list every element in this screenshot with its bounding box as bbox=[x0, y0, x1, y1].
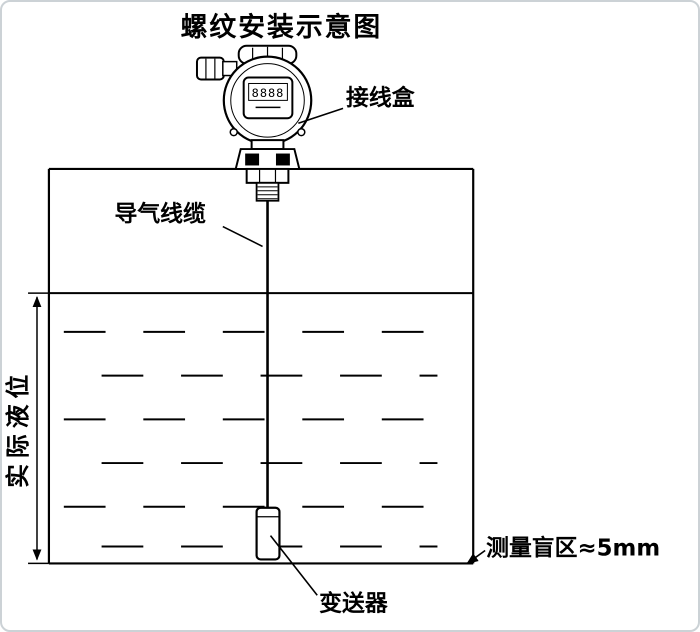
probe bbox=[255, 506, 281, 561]
blind-zone-leader bbox=[466, 549, 486, 565]
air-cable-label: 导气线缆 bbox=[115, 201, 207, 228]
transmitter-label: 变送器 bbox=[319, 590, 389, 617]
hex-nut bbox=[245, 167, 290, 184]
bracket-slot-right bbox=[275, 153, 290, 166]
label-junction-box: 接线盒 bbox=[298, 84, 415, 124]
transmitter-head: 8888 bbox=[195, 44, 313, 202]
cable-gland bbox=[195, 56, 225, 81]
lcd-digits: 8888 bbox=[252, 86, 285, 100]
neck bbox=[250, 139, 285, 151]
junction-box-label: 接线盒 bbox=[346, 84, 415, 111]
bolt-right bbox=[297, 127, 306, 137]
bracket-slot-left bbox=[245, 153, 260, 166]
label-air-cable: 导气线缆 bbox=[115, 201, 263, 248]
level-dimension: 实际液位 bbox=[4, 292, 49, 565]
junction-box-leader bbox=[298, 107, 344, 124]
transmitter-leader bbox=[269, 535, 318, 596]
air-cable-leader bbox=[222, 225, 263, 248]
probe-body bbox=[255, 506, 281, 561]
tank bbox=[47, 167, 475, 565]
label-transmitter: 变送器 bbox=[269, 535, 389, 617]
blind-zone-label: 测量盲区≈5mm bbox=[486, 534, 660, 561]
label-blind-zone: 测量盲区≈5mm bbox=[466, 534, 660, 565]
diagram-title: 螺纹安装示意图 bbox=[181, 11, 383, 43]
thread-nipple bbox=[255, 181, 280, 202]
bolt-left bbox=[229, 127, 238, 137]
actual-level-label: 实际液位 bbox=[4, 369, 32, 488]
